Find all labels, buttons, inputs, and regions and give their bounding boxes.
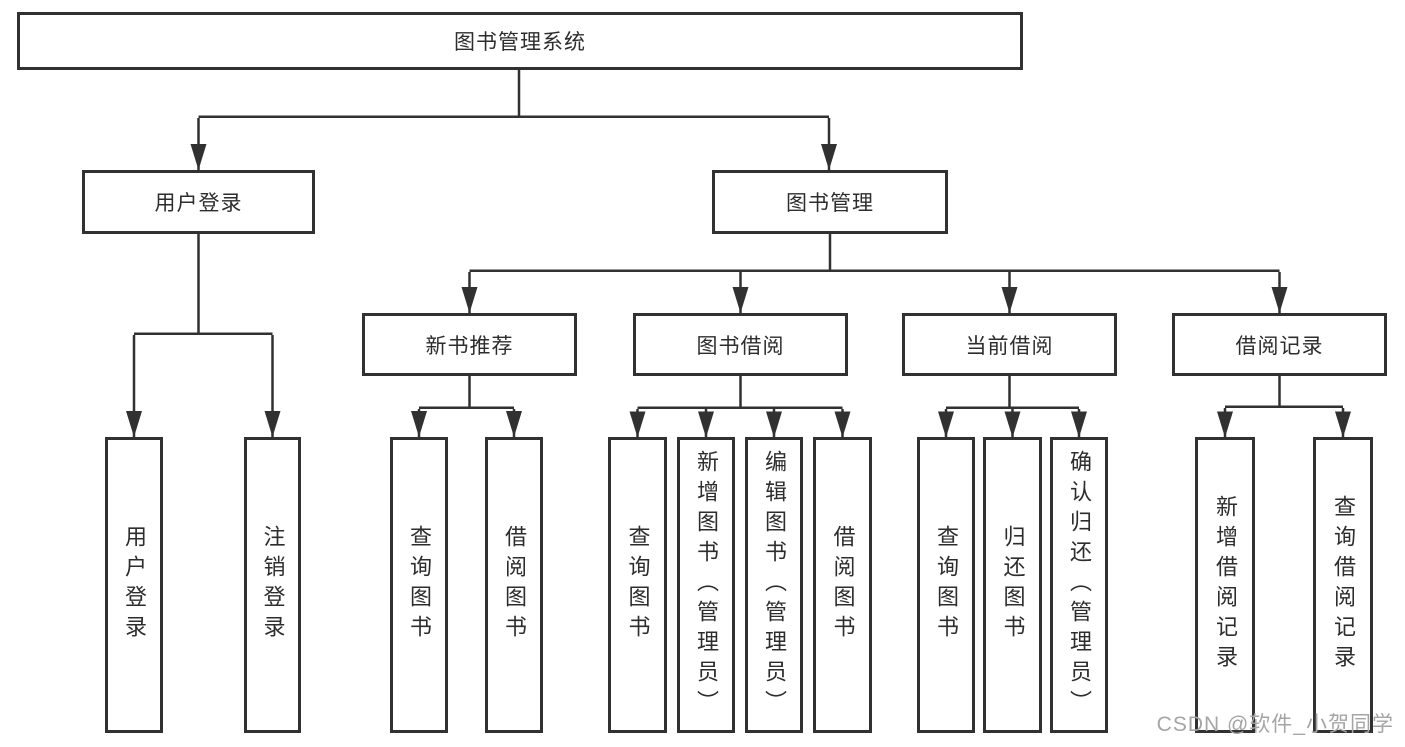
leaf-current-query-book: 查询图书 (917, 437, 975, 733)
leaf-edit-book-admin-label: 编辑图书（管理员） (762, 450, 787, 720)
leaf-query-borrow-record: 查询借阅记录 (1313, 437, 1373, 733)
leaf-recommend-borrow-book: 借阅图书 (485, 437, 543, 733)
leaf-edit-book-admin: 编辑图书（管理员） (745, 437, 803, 733)
node-borrow-records: 借阅记录 (1172, 313, 1387, 376)
leaf-borrow-book: 借阅图书 (813, 437, 872, 733)
leaf-recommend-query-book-label: 查询图书 (407, 525, 432, 645)
leaf-add-borrow-record: 新增借阅记录 (1195, 437, 1255, 733)
leaf-query-borrow-record-label: 查询借阅记录 (1331, 495, 1356, 675)
leaf-return-book: 归还图书 (983, 437, 1042, 733)
leaf-confirm-return-admin-label: 确认归还（管理员） (1067, 450, 1092, 720)
leaf-recommend-borrow-book-label: 借阅图书 (502, 525, 527, 645)
node-book-mgmt-label: 图书管理 (786, 192, 874, 215)
leaf-user-login-label: 用户登录 (122, 525, 147, 645)
leaf-borrow-query-book-label: 查询图书 (625, 525, 651, 645)
node-borrow-records-label: 借阅记录 (1235, 334, 1324, 358)
csdn-watermark: CSDN @软件_小贺同学 (1156, 713, 1394, 736)
leaf-user-login: 用户登录 (105, 437, 163, 733)
leaf-recommend-query-book: 查询图书 (390, 437, 448, 733)
leaf-logout-label: 注销登录 (260, 525, 286, 645)
leaf-borrow-query-book: 查询图书 (608, 437, 667, 733)
node-user-login: 用户登录 (82, 170, 315, 234)
leaf-logout: 注销登录 (244, 437, 301, 733)
leaf-return-book-label: 归还图书 (1000, 525, 1026, 645)
leaf-borrow-book-label: 借阅图书 (830, 525, 856, 645)
node-new-book-recommend-label: 新书推荐 (425, 334, 514, 358)
node-book-borrow: 图书借阅 (633, 313, 848, 376)
node-new-book-recommend: 新书推荐 (362, 313, 577, 376)
node-current-borrow: 当前借阅 (902, 313, 1117, 376)
node-book-borrow-label: 图书借阅 (696, 334, 785, 358)
node-book-mgmt: 图书管理 (712, 170, 948, 234)
node-user-login-label: 用户登录 (154, 192, 243, 215)
node-current-borrow-label: 当前借阅 (965, 334, 1054, 358)
leaf-add-book-admin: 新增图书（管理员） (677, 437, 735, 733)
node-root: 图书管理系统 (17, 12, 1023, 70)
node-root-label: 图书管理系统 (454, 31, 586, 54)
leaf-add-borrow-record-label: 新增借阅记录 (1213, 495, 1238, 675)
leaf-confirm-return-admin: 确认归还（管理员） (1050, 437, 1108, 733)
leaf-current-query-book-label: 查询图书 (934, 525, 959, 645)
leaf-add-book-admin-label: 新增图书（管理员） (694, 450, 719, 720)
